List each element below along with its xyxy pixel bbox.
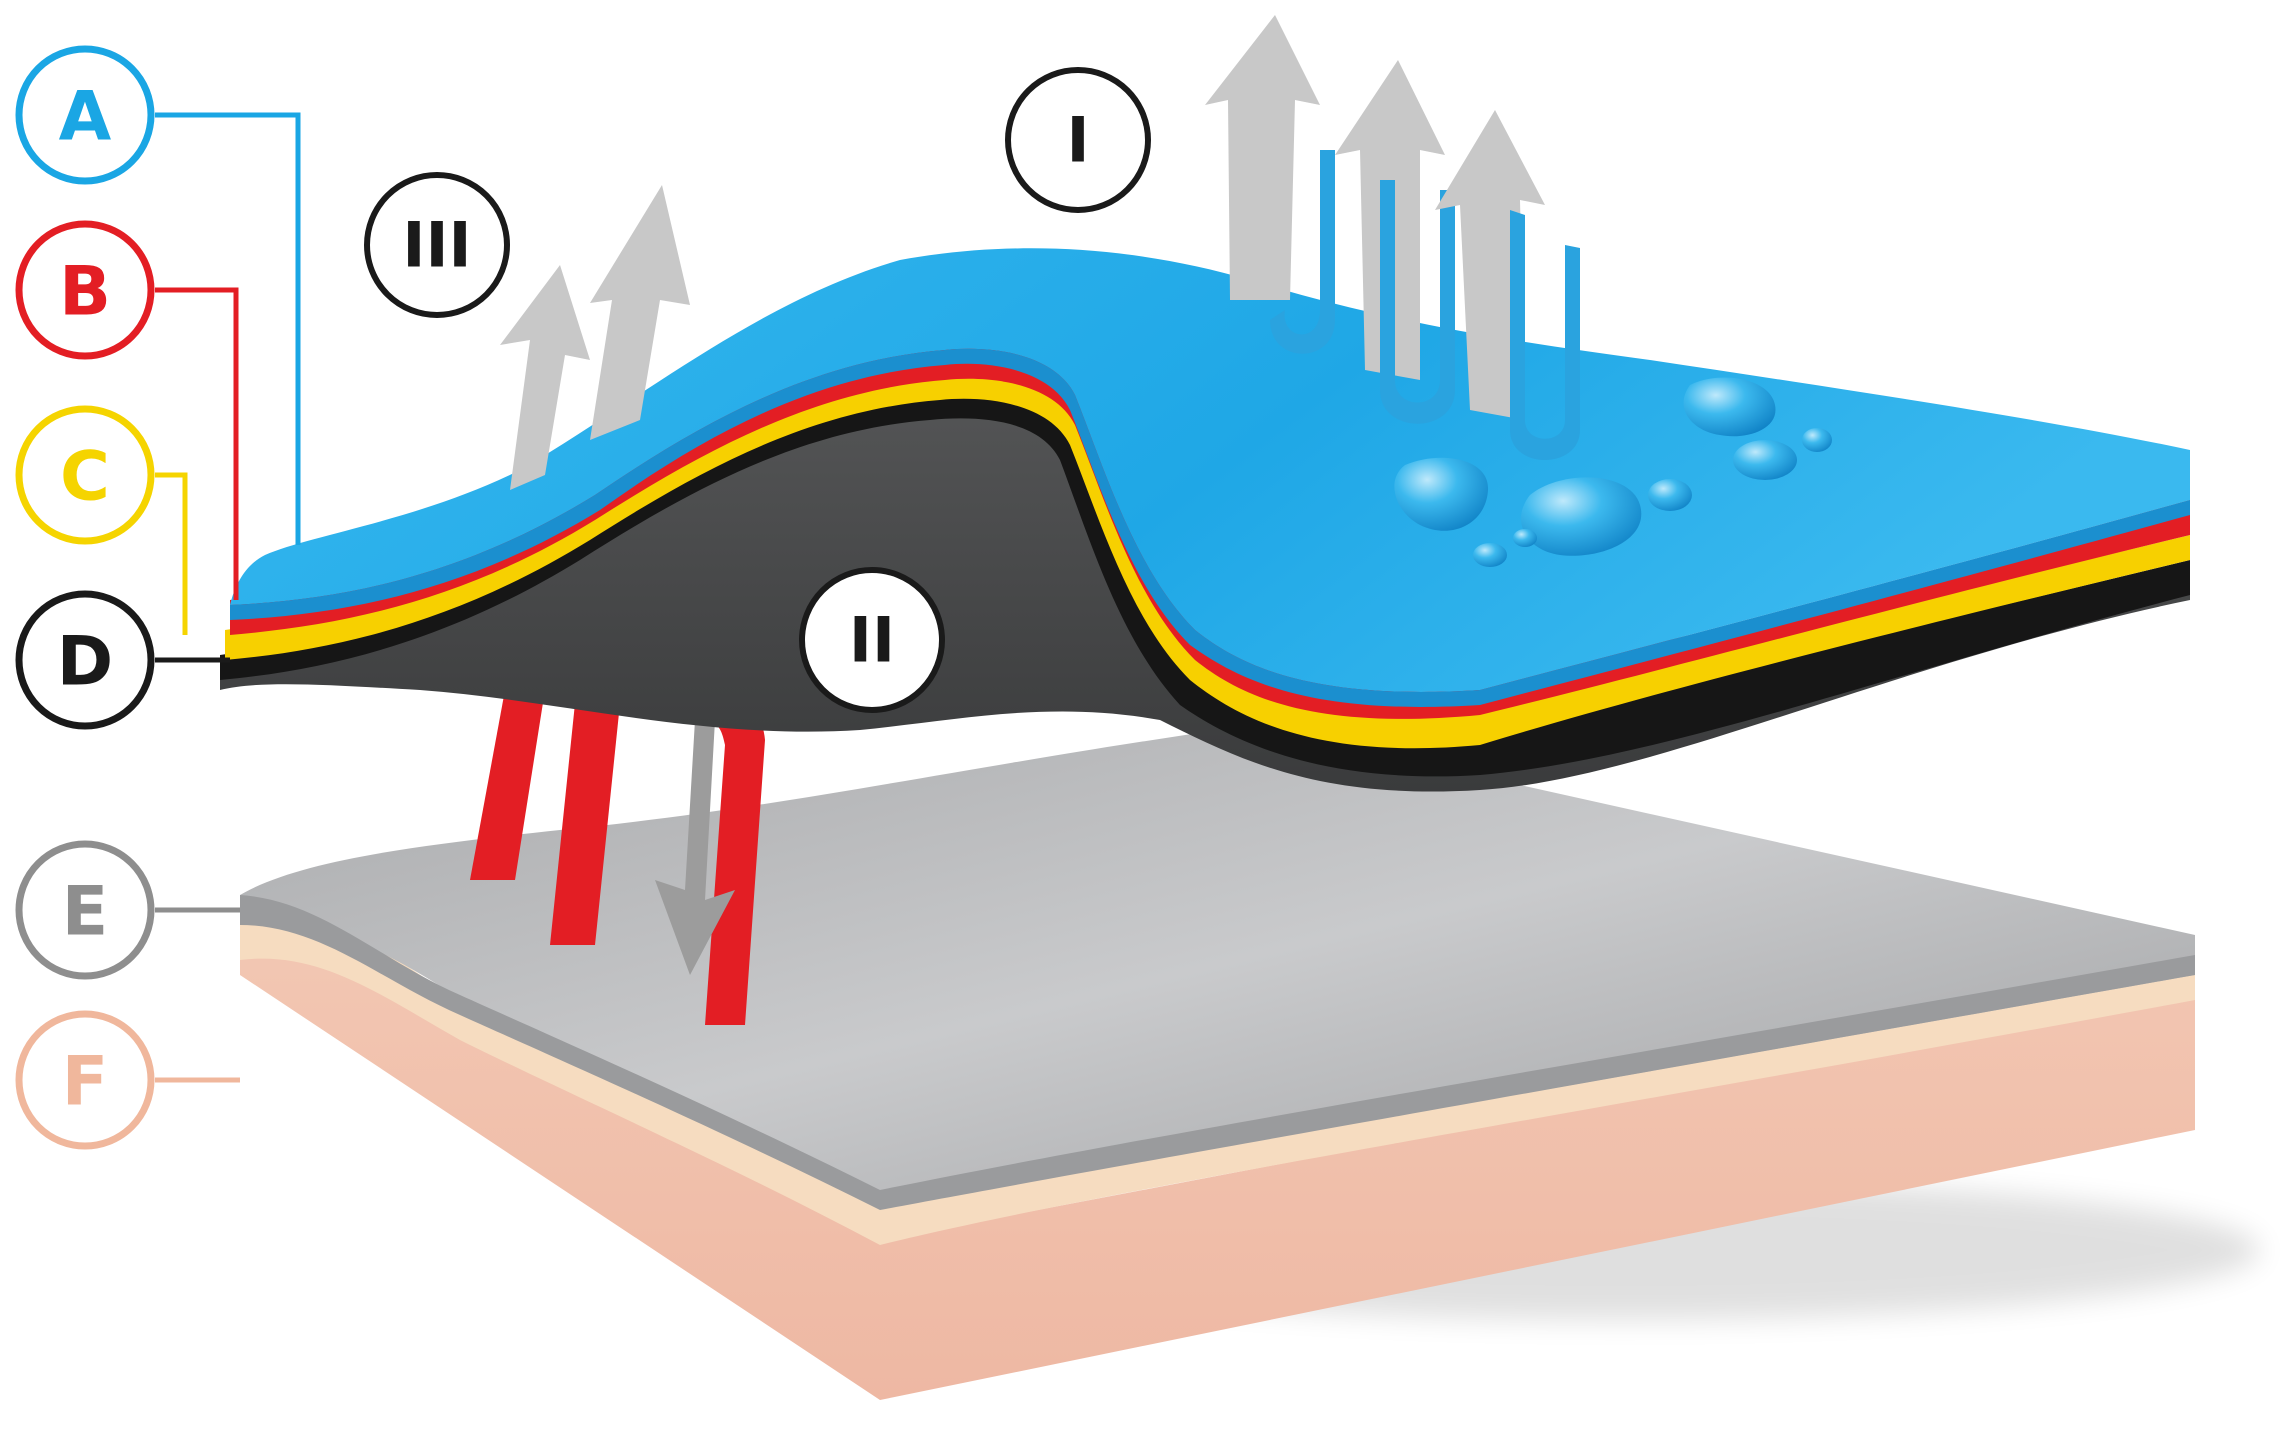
droplet-4 (1648, 479, 1692, 511)
label-a-text: A (59, 78, 112, 157)
layer-e-edge (240, 895, 2195, 1210)
vapor-arrow-1 (500, 265, 590, 490)
blue-loop-3 (1510, 210, 1580, 460)
heat-arrows (470, 655, 765, 1025)
roman-marker-iii-text: III (402, 209, 471, 282)
leader-lines (155, 112, 301, 1083)
label-d-circle (15, 590, 155, 730)
letter-labels: A B C D E F (15, 45, 155, 1150)
roman-marker-i-circle (1005, 67, 1151, 213)
label-a-circle (15, 45, 155, 185)
base-block (240, 725, 2260, 1400)
droplet-3 (1521, 477, 1642, 556)
gray-down-arrow (655, 720, 735, 975)
droplet-5 (1733, 440, 1797, 480)
label-a: A (15, 45, 155, 185)
shell-layers (220, 248, 2190, 792)
vapor-arrow-3 (1205, 15, 1320, 300)
layer-a-blue (230, 248, 2190, 692)
layer-f-side (240, 900, 2195, 1400)
roman-marker-ii-text: II (849, 604, 895, 677)
label-f-text: F (62, 1043, 108, 1122)
moisture-return-arrow (700, 700, 765, 1025)
blue-loop-1 (1270, 150, 1335, 354)
label-e-circle (15, 840, 155, 980)
leader-c (155, 472, 188, 635)
label-e-text: E (62, 873, 108, 952)
heat-strip-2 (550, 655, 625, 945)
vapor-arrows-left (500, 185, 690, 490)
leader-a (155, 112, 301, 545)
water-droplets (1394, 377, 1832, 567)
roman-marker-ii-circle (799, 567, 945, 713)
label-f-circle (15, 1010, 155, 1150)
leader-b (155, 287, 239, 600)
label-b-text: B (59, 253, 111, 332)
label-d: D (15, 590, 155, 730)
label-b: B (15, 220, 155, 360)
layer-d-black (220, 369, 2190, 777)
roman-marker-ii: II (799, 567, 945, 713)
label-c-text: C (60, 438, 110, 517)
label-f: F (15, 1010, 155, 1150)
vapor-arrows-right (1205, 15, 1580, 460)
droplet-1 (1683, 377, 1776, 437)
label-c-circle (15, 405, 155, 545)
label-d-text: D (57, 623, 113, 702)
roman-marker-i-text: I (1066, 104, 1089, 177)
label-b-circle (15, 220, 155, 360)
roman-marker-iii-circle (364, 172, 510, 318)
vapor-arrow-2 (590, 185, 690, 440)
heat-strip-1 (470, 690, 545, 880)
roman-marker-iii: III (364, 172, 510, 318)
droplet-6 (1802, 428, 1832, 452)
droplet-2 (1394, 457, 1489, 531)
droplet-8 (1513, 529, 1537, 547)
droplet-7 (1473, 543, 1507, 567)
label-c: C (15, 405, 155, 545)
label-e: E (15, 840, 155, 980)
layer-f-top-stripe (240, 920, 2195, 1245)
roman-marker-i: I (1005, 67, 1151, 213)
